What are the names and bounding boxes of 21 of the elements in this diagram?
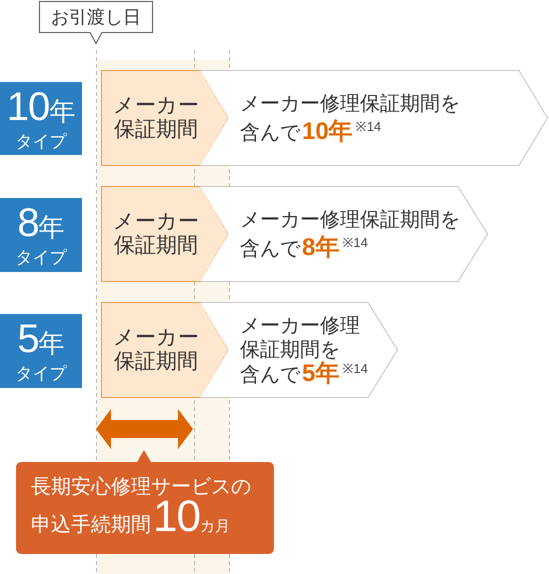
chevron-text: メーカー保証期間 — [113, 94, 199, 142]
callout-text: お引渡し日 — [51, 6, 141, 28]
chevron-text: メーカー保証期間 — [113, 210, 199, 258]
year-text: 8年 — [17, 203, 65, 247]
callout-box — [16, 450, 274, 554]
arrow-box — [200, 70, 548, 166]
arrow-box — [200, 186, 488, 282]
chevron-text: メーカー保証期間 — [113, 326, 199, 374]
type-badge — [0, 198, 82, 272]
type-badge — [0, 314, 82, 388]
arrow-text: メーカー修理保証期間を含んで10年$^{※14}$ — [240, 92, 460, 146]
arrow-box — [200, 302, 398, 398]
type-text: タイプ — [16, 130, 66, 152]
year-text: 10年 — [6, 86, 76, 130]
callout-box — [39, 1, 153, 44]
arrow-text: メーカー修理保証期間を含んで8年$^{※14}$ — [240, 208, 460, 262]
type-text: タイプ — [16, 363, 66, 385]
year-text: 5年 — [17, 319, 65, 363]
arrow-text: メーカー修理保証期間を含んで5年$^{※14}$ — [240, 314, 368, 386]
type-text: タイプ — [16, 247, 66, 269]
type-badge — [0, 82, 82, 155]
